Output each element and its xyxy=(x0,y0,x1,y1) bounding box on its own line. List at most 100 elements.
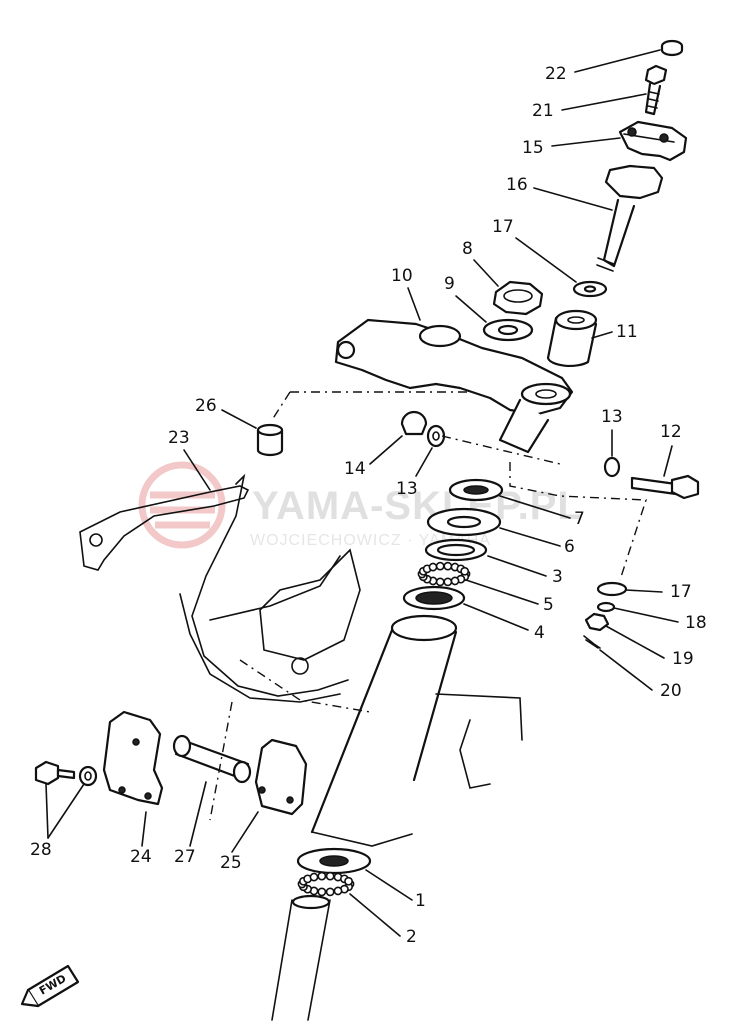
part-15-handlebar-clamp xyxy=(618,120,688,162)
callout-c13b: 13 xyxy=(601,407,623,427)
part-5-ball-bearing-upper xyxy=(417,561,471,587)
leader-line-c23 xyxy=(183,449,211,491)
watermark-logo xyxy=(138,461,226,549)
bearing-ball xyxy=(325,871,335,881)
callout-c3: 3 xyxy=(552,567,563,587)
callout-c26: 26 xyxy=(195,396,217,416)
part-1-washer xyxy=(296,847,372,875)
part-22-cap xyxy=(660,39,684,57)
bearing-ball xyxy=(309,872,319,882)
leader-line-c9 xyxy=(455,295,487,323)
leader-line-c7 xyxy=(499,495,571,519)
callout-c16: 16 xyxy=(506,175,528,195)
callout-c9: 9 xyxy=(444,274,455,294)
assembly-guide-lines xyxy=(209,391,647,821)
part-21-screw xyxy=(644,64,668,116)
part-4-bearing-race xyxy=(402,585,466,611)
bearing-ball xyxy=(443,577,453,587)
callout-c18: 18 xyxy=(685,613,707,633)
part-13-washer-right xyxy=(603,456,621,478)
callout-c17b: 17 xyxy=(670,582,692,602)
leader-line-c16 xyxy=(533,187,613,211)
callout-c25: 25 xyxy=(220,853,242,873)
callout-c6: 6 xyxy=(564,537,575,557)
leader-line-c21 xyxy=(561,93,647,111)
callout-c12: 12 xyxy=(660,422,682,442)
leader-line-c14 xyxy=(369,435,403,465)
leader-line-c18 xyxy=(613,607,679,623)
leader-line-c12 xyxy=(663,445,673,477)
leader-line-c25 xyxy=(231,811,259,853)
bearing-ball xyxy=(435,561,445,571)
leader-line-c4 xyxy=(463,603,529,631)
bearing-ball xyxy=(450,576,460,586)
leader-line-c5 xyxy=(465,579,539,605)
part-28-bolt-washer xyxy=(34,760,98,787)
part-24-bracket xyxy=(102,710,164,806)
bearing-ball xyxy=(317,871,327,881)
part-7-ring-nut xyxy=(448,478,504,502)
bearing-ball xyxy=(317,887,327,897)
callout-c23: 23 xyxy=(168,428,190,448)
leader-line-c20 xyxy=(599,649,653,691)
part-6-washer xyxy=(426,507,502,537)
leader-line-c3 xyxy=(487,555,547,577)
bearing-ball xyxy=(460,566,470,576)
part-26-collar xyxy=(256,423,284,457)
callout-c21: 21 xyxy=(532,101,554,121)
part-2-ball-bearing-lower xyxy=(297,871,355,897)
part-11-damper xyxy=(546,309,598,367)
leader-line-c28-b xyxy=(47,783,85,839)
callout-c17a: 17 xyxy=(492,217,514,237)
fwd-direction-badge: FWD xyxy=(20,964,80,1008)
leader-line-c2 xyxy=(349,893,401,937)
part-27-sleeve xyxy=(172,734,252,784)
callout-c14: 14 xyxy=(344,459,366,479)
callout-c19: 19 xyxy=(672,649,694,669)
part-23-frame-bracket xyxy=(79,473,361,703)
leader-line-c26 xyxy=(221,409,257,429)
part-12-bolt xyxy=(630,474,700,500)
callout-labels: 1234567891011121313141516171718192021222… xyxy=(30,49,707,947)
bearing-ball xyxy=(428,562,438,572)
callout-c15: 15 xyxy=(522,138,544,158)
leader-line-c8 xyxy=(473,259,499,287)
callout-c24: 24 xyxy=(130,847,152,867)
leader-line-c19 xyxy=(605,625,665,659)
part-17-washer-lower xyxy=(596,581,628,597)
part-17-washer-top xyxy=(572,280,608,298)
bearing-ball xyxy=(443,561,453,571)
callout-c11: 11 xyxy=(616,322,638,342)
part-10-upper-bracket xyxy=(334,318,574,454)
callout-c10: 10 xyxy=(391,266,413,286)
leader-line-c15 xyxy=(551,137,621,147)
bearing-ball xyxy=(333,886,343,896)
part-3-bearing-race xyxy=(424,538,488,562)
callout-c7: 7 xyxy=(574,509,585,529)
leader-line-c6 xyxy=(499,527,561,547)
bearing-ball xyxy=(435,577,445,587)
leader-line-c1 xyxy=(365,869,413,901)
leader-line-c27 xyxy=(189,781,207,847)
bearing-ball xyxy=(325,887,335,897)
leader-line-c17a xyxy=(515,237,577,283)
part-8-steering-nut xyxy=(492,280,544,316)
callout-c13a: 13 xyxy=(396,479,418,499)
callout-c2: 2 xyxy=(406,927,417,947)
leader-line-c28 xyxy=(45,783,49,839)
callout-c22: 22 xyxy=(545,64,567,84)
part-25-plate xyxy=(254,738,308,816)
lower-bracket-steering-shaft xyxy=(271,614,523,1021)
callout-c27: 27 xyxy=(174,847,196,867)
callout-c4: 4 xyxy=(534,623,545,643)
callout-c28: 28 xyxy=(30,840,52,860)
leader-line-c13a xyxy=(415,447,433,477)
leader-line-c22 xyxy=(574,49,661,73)
leader-line-c10 xyxy=(407,287,421,321)
bearing-ball xyxy=(344,876,353,886)
part-14-cap-nut xyxy=(400,410,428,436)
callout-c1: 1 xyxy=(415,891,426,911)
part-20-cotter-pin xyxy=(583,635,601,649)
